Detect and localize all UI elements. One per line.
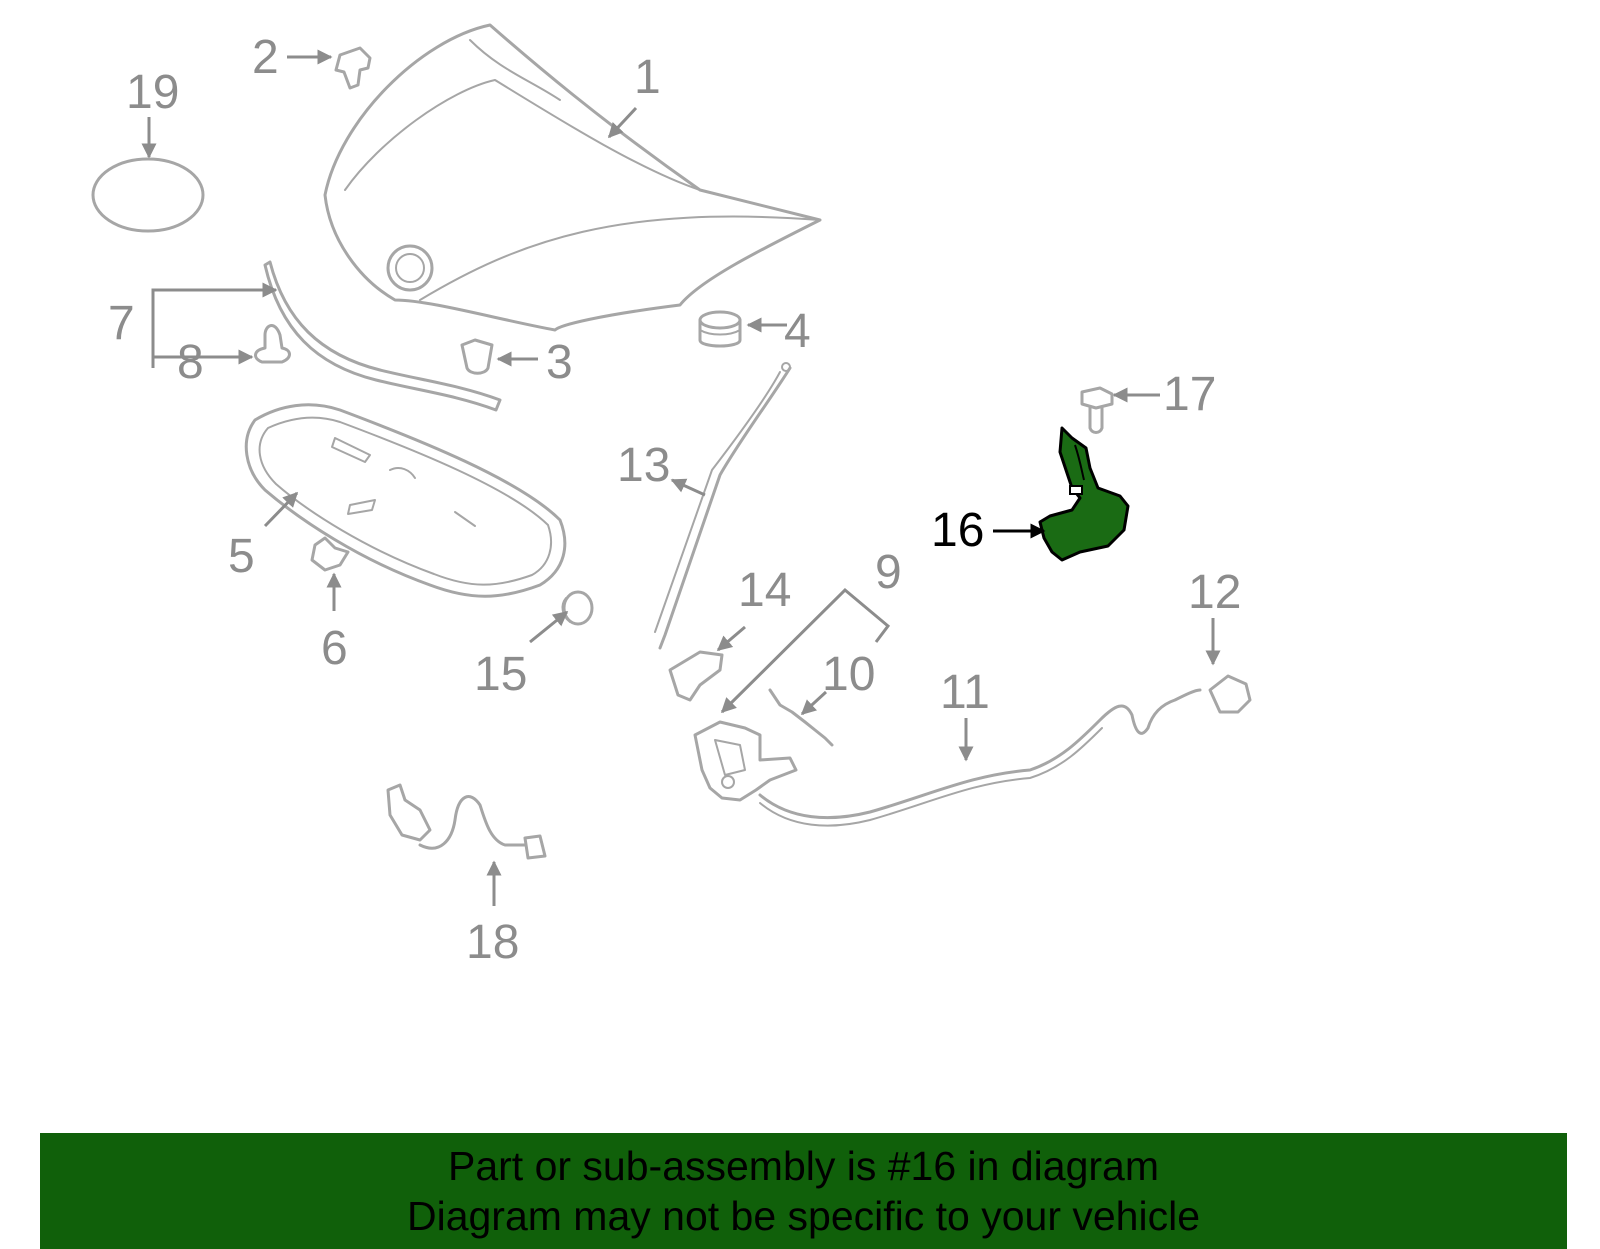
part-5-insulator xyxy=(244,403,567,598)
callout-10: 10 xyxy=(822,648,875,701)
callout-4: 4 xyxy=(784,305,811,358)
callout-16: 16 xyxy=(931,504,984,557)
banner-line-part: Part or sub-assembly is #16 in diagram xyxy=(448,1143,1159,1189)
part-15-grommet xyxy=(561,590,594,626)
part-11-release-cable xyxy=(758,688,1202,827)
leader-lines xyxy=(141,49,1221,906)
part-18-harness xyxy=(386,783,547,860)
callout-15: 15 xyxy=(474,648,527,701)
part-17-bolt xyxy=(1080,386,1114,434)
callout-14: 14 xyxy=(738,564,791,617)
part-4-cushion xyxy=(698,310,742,348)
callout-13: 13 xyxy=(617,439,670,492)
part-6-clip xyxy=(310,536,350,572)
part-8-clip xyxy=(254,324,291,364)
part-1-hood xyxy=(323,23,822,332)
part-10-spring xyxy=(768,688,834,747)
callout-1: 1 xyxy=(634,51,661,104)
part-13-prop-rod xyxy=(654,362,792,650)
callout-6: 6 xyxy=(321,622,348,675)
info-banner: Part or sub-assembly is #16 in diagram D… xyxy=(40,1133,1567,1249)
callout-8: 8 xyxy=(177,336,204,389)
callout-18: 18 xyxy=(466,916,519,969)
callout-17: 17 xyxy=(1163,368,1216,421)
callout-3: 3 xyxy=(546,336,573,389)
part-12-handle xyxy=(1208,674,1252,714)
part-7-weatherstrip xyxy=(263,260,502,412)
callout-12: 12 xyxy=(1188,566,1241,619)
part-14-holder xyxy=(668,650,724,702)
banner-line-disclaimer: Diagram may not be specific to your vehi… xyxy=(406,1193,1200,1239)
part-19-seal-ring xyxy=(91,157,205,233)
callout-5: 5 xyxy=(228,530,255,583)
callout-9: 9 xyxy=(875,546,902,599)
part-16-hood-hinge xyxy=(1038,426,1130,562)
callout-11: 11 xyxy=(940,666,990,719)
part-9-hood-latch xyxy=(693,720,798,802)
part-3-stopper xyxy=(460,338,494,375)
callout-7: 7 xyxy=(108,297,135,350)
part-2-clip xyxy=(334,46,372,90)
callout-19: 19 xyxy=(126,66,179,119)
callout-2: 2 xyxy=(252,31,279,84)
